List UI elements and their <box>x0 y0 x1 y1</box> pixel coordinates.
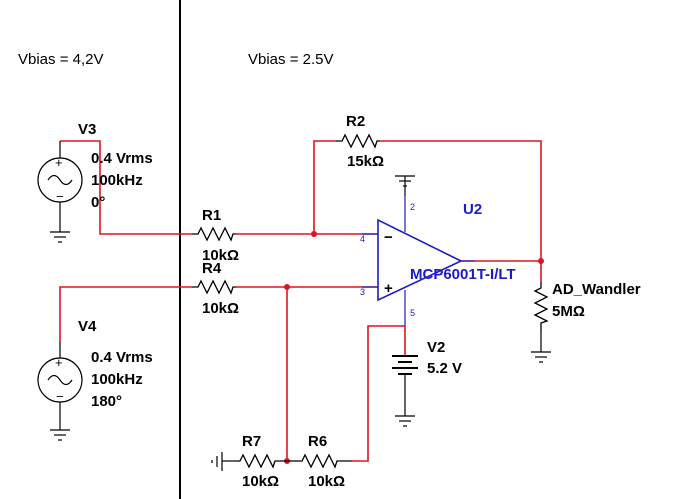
ground-opamp-top <box>395 175 415 196</box>
opamp-pin-4: 4 <box>360 234 365 244</box>
v3-label: V3 <box>78 121 96 138</box>
ground-r7 <box>211 452 234 471</box>
opamp-part-number: MCP6001T-I/LT <box>410 266 516 283</box>
r7-value: 10kΩ <box>242 473 279 490</box>
source-v3[interactable] <box>37 141 83 243</box>
opamp-pin-3: 3 <box>360 287 365 297</box>
resistor-r7[interactable] <box>234 453 287 469</box>
v4-phase: 180° <box>91 393 122 410</box>
junction-dot-inverting <box>311 231 317 237</box>
junction-dot-output <box>538 258 544 264</box>
v4-plus-sign: + <box>55 355 63 370</box>
r7-label: R7 <box>242 433 261 450</box>
annotation-left-bias: Vbias = 4,2V <box>18 51 103 68</box>
v3-plus-sign: + <box>55 155 63 170</box>
v4-label: V4 <box>78 318 97 335</box>
source-v2[interactable] <box>392 326 418 427</box>
opamp-pin-2: 2 <box>410 202 415 212</box>
r6-value: 10kΩ <box>308 473 345 490</box>
wire-feedback-left <box>313 140 336 234</box>
annotation-right-bias: Vbias = 2.5V <box>248 51 333 68</box>
wire-r6-v2 <box>352 325 405 462</box>
source-v4[interactable] <box>37 342 83 441</box>
v4-amplitude: 0.4 Vrms <box>91 349 153 366</box>
wire-v4-r4 <box>59 286 192 342</box>
v4-frequency: 100kHz <box>91 371 143 388</box>
ground-load <box>531 332 551 363</box>
r4-label: R4 <box>202 260 222 277</box>
v3-frequency: 100kHz <box>91 172 143 189</box>
resistor-r2[interactable] <box>336 133 380 149</box>
wire-v3-r1 <box>60 140 192 235</box>
resistor-r6[interactable] <box>287 453 352 469</box>
opamp-pin-5: 5 <box>410 308 415 318</box>
opamp-minus-sign: − <box>384 229 393 246</box>
load-value: 5MΩ <box>552 303 585 320</box>
junction-dot-noninverting <box>284 284 290 290</box>
v3-amplitude: 0.4 Vrms <box>91 150 153 167</box>
opamp-body <box>377 218 463 302</box>
wires <box>59 140 542 462</box>
load-label: AD_Wandler <box>552 281 641 298</box>
r2-value: 15kΩ <box>347 153 384 170</box>
r1-value: 10kΩ <box>202 247 239 264</box>
opamp-plus-sign: + <box>384 280 393 297</box>
resistor-r1[interactable] <box>192 226 236 242</box>
v2-value: 5.2 V <box>427 360 462 377</box>
v2-label: V2 <box>427 339 445 356</box>
opamp-u2[interactable] <box>362 196 475 326</box>
v3-minus-sign: − <box>56 189 64 204</box>
v4-minus-sign: − <box>56 389 64 404</box>
wire-feedback-right <box>380 140 542 261</box>
resistor-r4[interactable] <box>192 279 236 295</box>
resistor-load[interactable] <box>533 282 549 332</box>
r1-label: R1 <box>202 207 221 224</box>
r6-label: R6 <box>308 433 327 450</box>
r2-label: R2 <box>346 113 365 130</box>
r4-value: 10kΩ <box>202 300 239 317</box>
opamp-ref: U2 <box>463 201 482 218</box>
v3-phase: 0° <box>91 194 105 211</box>
